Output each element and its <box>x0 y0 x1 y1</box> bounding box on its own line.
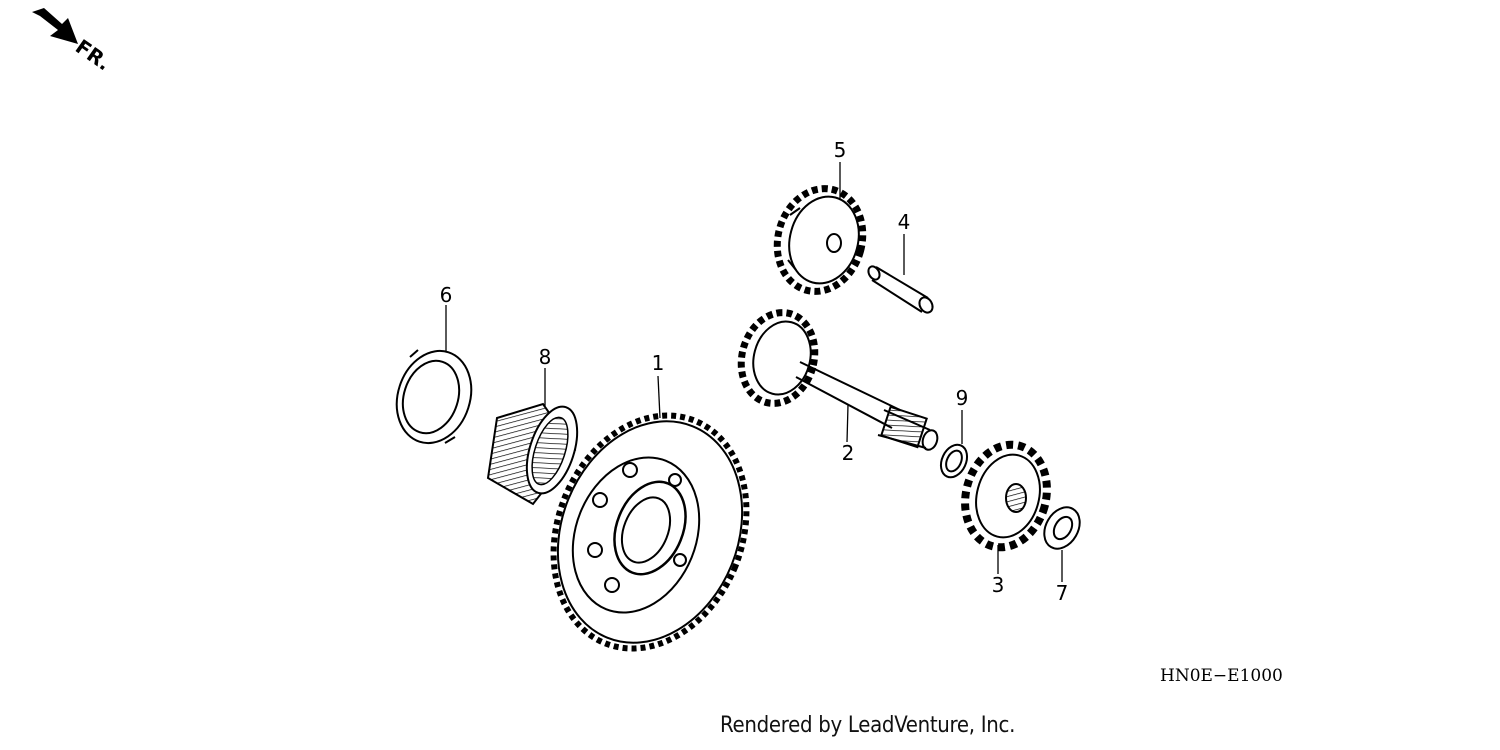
pin-4-icon <box>867 265 934 314</box>
callout-9: 9 <box>956 386 969 410</box>
spur-gear-3-icon <box>961 440 1051 552</box>
diagram-code: HN0E−E1000 <box>1160 666 1283 686</box>
callout-6: 6 <box>440 283 453 307</box>
callout-3: 3 <box>992 573 1005 597</box>
needle-bearing-8-icon <box>486 402 579 506</box>
leader-lines <box>445 162 1063 582</box>
callout-8: 8 <box>539 345 552 369</box>
snap-ring-9-icon <box>939 443 969 479</box>
credit-text: Rendered by LeadVenture, Inc. <box>720 713 1016 738</box>
callout-1: 1 <box>652 351 665 375</box>
callout-5: 5 <box>834 138 847 162</box>
callout-2: 2 <box>842 441 855 465</box>
callout-4: 4 <box>898 210 911 234</box>
idle-gear-5-icon <box>773 185 867 295</box>
ring-gear-1-icon <box>550 412 750 652</box>
front-label: FR. <box>71 34 115 75</box>
callout-7: 7 <box>1056 581 1069 605</box>
washer-6-icon <box>395 349 473 445</box>
gear-shaft-2-icon <box>737 309 939 451</box>
front-direction-arrow-icon: FR. <box>32 8 115 75</box>
washer-7-icon <box>1043 506 1081 550</box>
